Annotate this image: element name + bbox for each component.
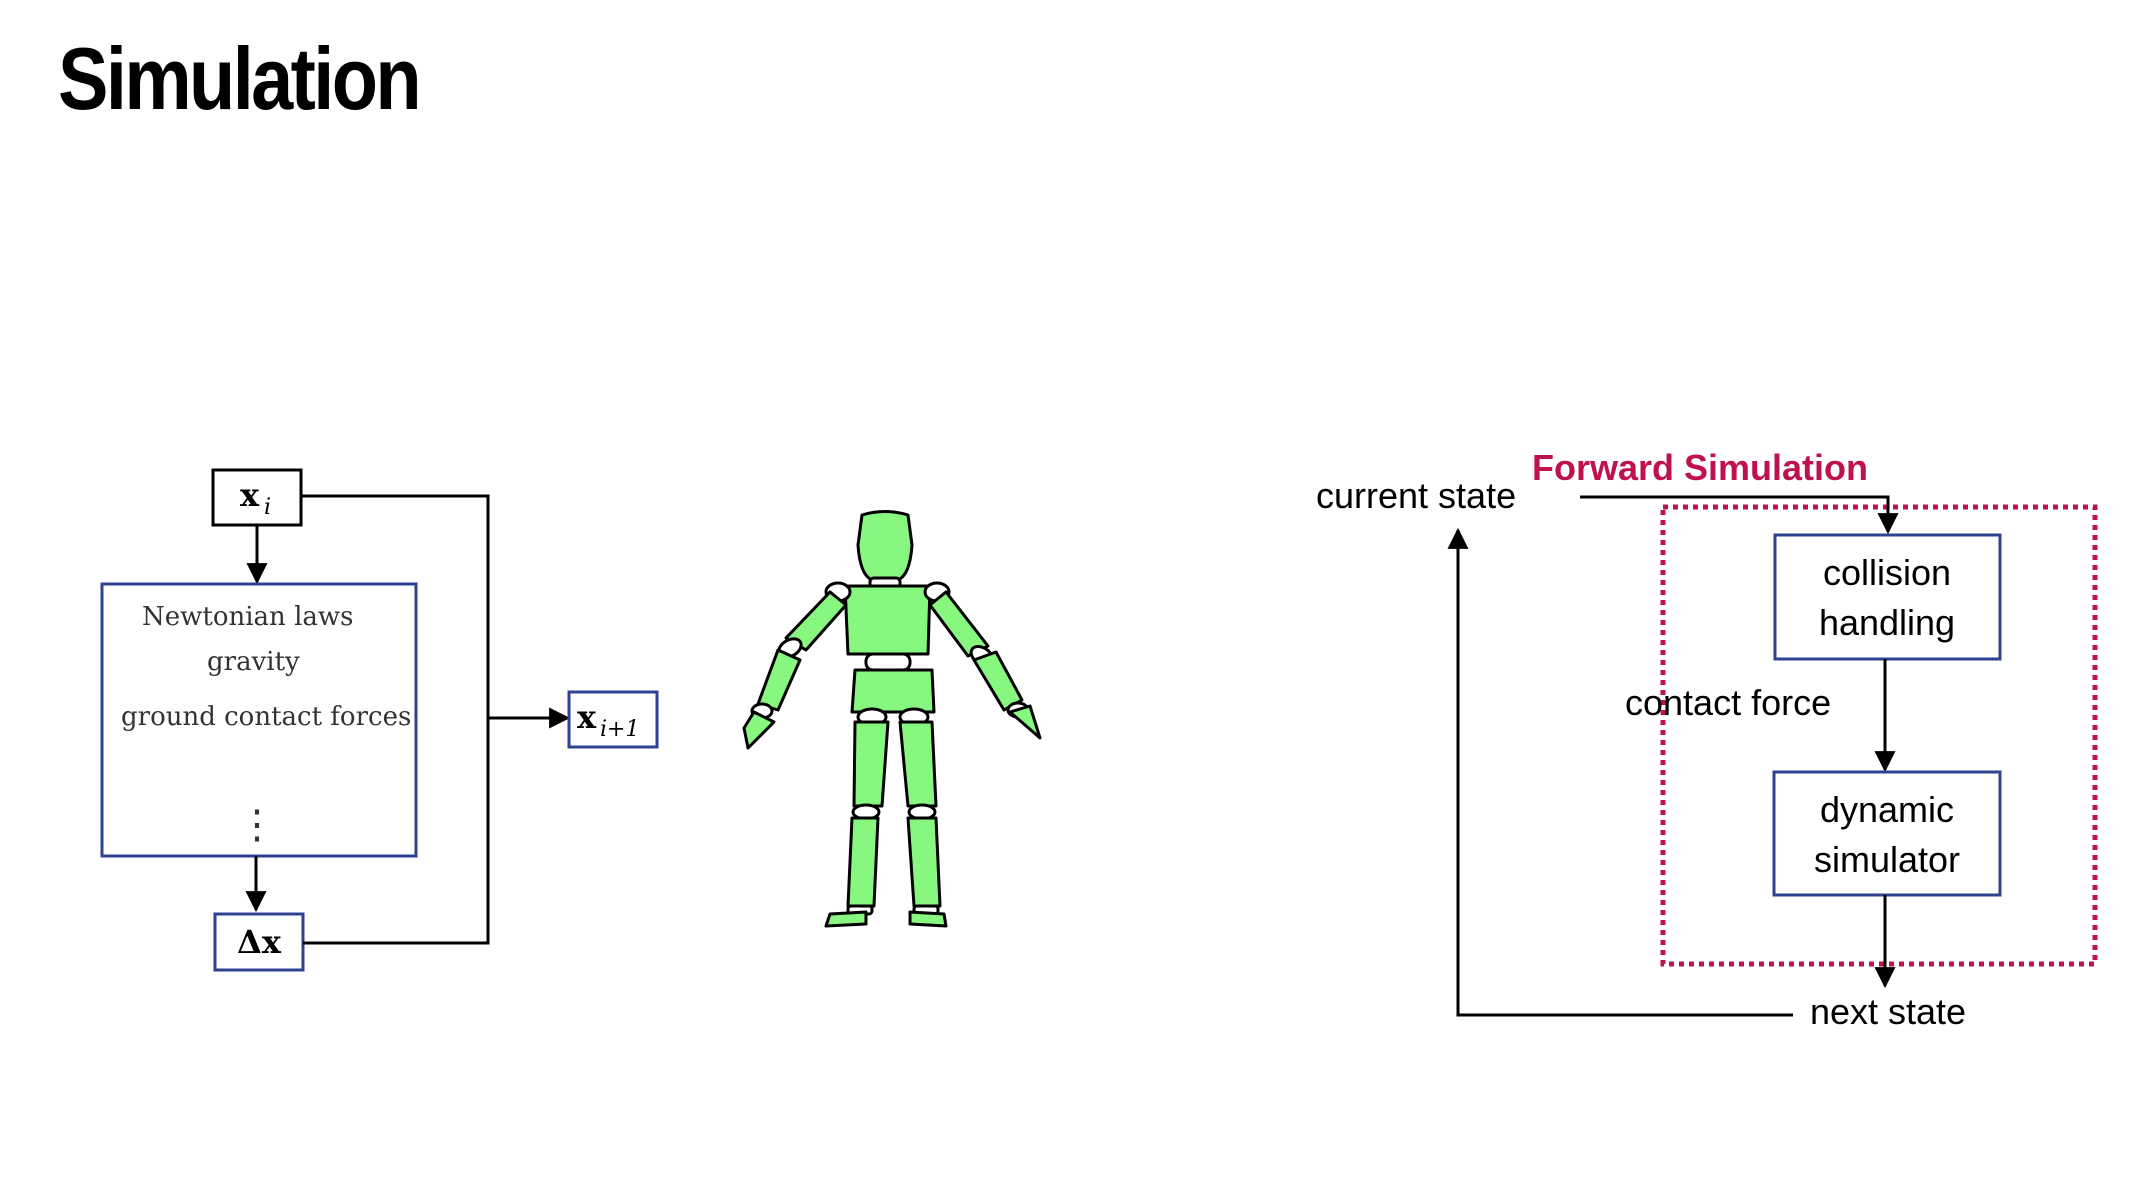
collision-handling-box: collision handling bbox=[1773, 533, 2002, 661]
current-state-label: current state bbox=[1316, 475, 1516, 516]
left-simulation-diagram: x i Newtonian laws gravity ground contac… bbox=[100, 468, 659, 972]
arrow-feedback-loop bbox=[1447, 527, 1793, 1017]
state-xi1-subscript: i+1 bbox=[600, 717, 639, 742]
delta-x-label: Δx bbox=[237, 923, 282, 961]
contact-force-label: contact force bbox=[1625, 682, 1831, 723]
force-item-newtonian-laws: Newtonian laws bbox=[142, 602, 353, 632]
right-forward-simulation-diagram: Forward Simulation current state collisi… bbox=[1316, 447, 2098, 1032]
state-xi-main: x bbox=[240, 476, 260, 514]
robot-figure-illustration bbox=[742, 510, 1042, 928]
dynamic-box-line1: dynamic bbox=[1820, 789, 1954, 830]
dynamic-simulator-box: dynamic simulator bbox=[1772, 770, 2002, 897]
state-xi1-main: x bbox=[577, 698, 597, 736]
state-xi1-box: x i+1 bbox=[567, 690, 659, 749]
force-items-ellipsis: ⋮ bbox=[237, 802, 277, 848]
force-item-gravity: gravity bbox=[207, 647, 300, 677]
next-state-label: next state bbox=[1810, 991, 1966, 1032]
collision-box-line1: collision bbox=[1823, 552, 1951, 593]
forward-simulation-region bbox=[1660, 504, 2098, 967]
state-xi-box: x i bbox=[211, 468, 303, 527]
slide-title: Simulation bbox=[58, 29, 422, 128]
state-xi-subscript: i bbox=[264, 495, 271, 520]
collision-box-line2: handling bbox=[1819, 602, 1955, 643]
force-item-ground-contact: ground contact forces bbox=[121, 702, 411, 732]
arrow-current-to-collision bbox=[1580, 495, 1899, 535]
delta-x-box: Δx bbox=[213, 912, 305, 972]
dynamic-box-line2: simulator bbox=[1814, 839, 1960, 880]
forward-simulation-title: Forward Simulation bbox=[1532, 447, 1868, 488]
forces-box: Newtonian laws gravity ground contact fo… bbox=[100, 582, 418, 858]
